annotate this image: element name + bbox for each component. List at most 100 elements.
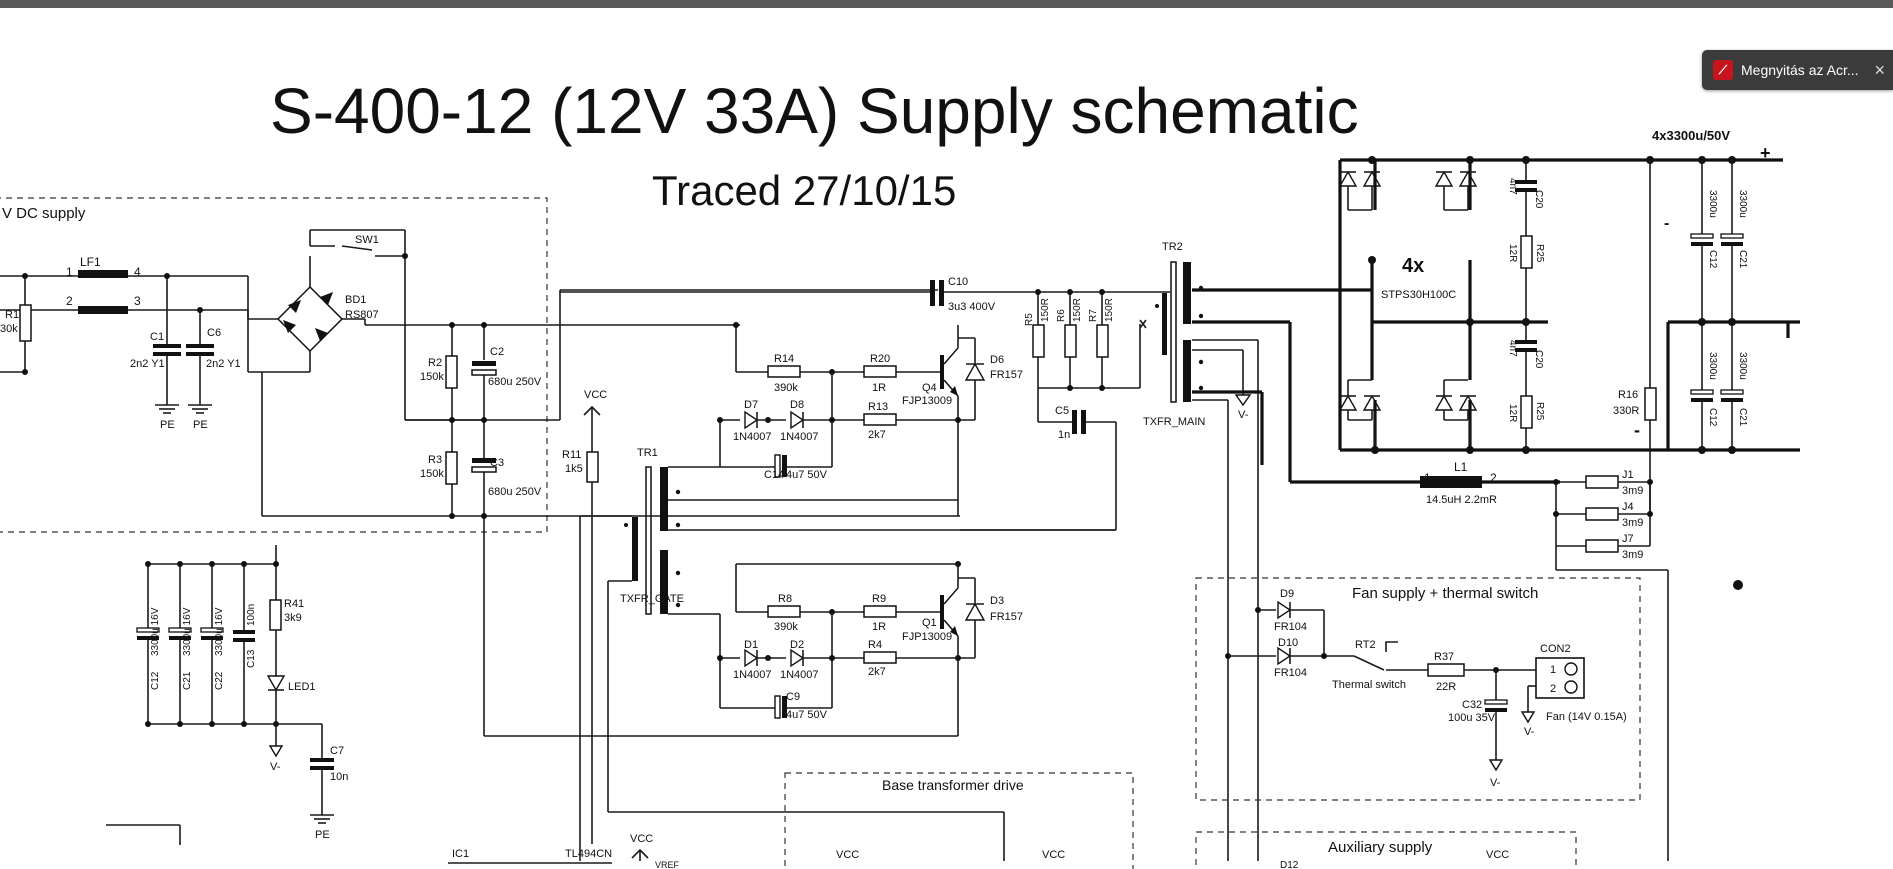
c13-label: C13 bbox=[246, 649, 257, 668]
c12a-value: 3300u 16V bbox=[150, 607, 161, 656]
diode-d3 bbox=[964, 602, 986, 621]
resistor-r37 bbox=[1427, 663, 1465, 677]
r7-value: 150R bbox=[1104, 298, 1115, 322]
d6-value: FR157 bbox=[990, 369, 1023, 381]
r1-value: 30k bbox=[0, 323, 18, 335]
r14-value: 390k bbox=[774, 382, 798, 394]
j7-label: J7 bbox=[1622, 533, 1634, 545]
open-in-acrobat-label: Megnyitás az Acr... bbox=[1741, 62, 1859, 78]
bd1-label: BD1 bbox=[345, 294, 366, 306]
c1-label: C1 bbox=[150, 331, 164, 343]
schematic-title: S-400-12 (12V 33A) Supply schematic bbox=[270, 75, 1359, 147]
c5-label: C5 bbox=[1055, 405, 1069, 417]
j4-value: 3m9 bbox=[1622, 517, 1643, 529]
c22-label: C22 bbox=[214, 671, 225, 690]
close-icon[interactable]: × bbox=[1874, 59, 1885, 80]
resistor-r41 bbox=[269, 599, 282, 631]
capacitor-c1 bbox=[153, 344, 181, 348]
aux-supply-label: Auxiliary supply bbox=[1328, 839, 1433, 856]
resistor-r25a bbox=[1520, 235, 1533, 269]
r3-value: 150k bbox=[420, 468, 444, 480]
d3-value: FR157 bbox=[990, 611, 1023, 623]
capacitor-c3 bbox=[472, 458, 496, 463]
r37-label: R37 bbox=[1434, 651, 1454, 663]
d7-label: D7 bbox=[744, 399, 758, 411]
c12b-label: C12 bbox=[1707, 250, 1718, 269]
r25a-label: R25 bbox=[1534, 244, 1545, 263]
c9-value: 4u7 50V bbox=[786, 709, 828, 721]
r20-label: R20 bbox=[870, 353, 890, 365]
resistor-r11 bbox=[586, 451, 599, 483]
q1-value: FJP13009 bbox=[902, 631, 952, 643]
sw1-label: SW1 bbox=[355, 234, 379, 246]
r8-label: R8 bbox=[778, 593, 792, 605]
r13-label: R13 bbox=[868, 401, 888, 413]
c21b-label: C21 bbox=[1737, 250, 1748, 269]
r4-value: 2k7 bbox=[868, 666, 886, 678]
fan-label: Fan (14V 0.15A) bbox=[1546, 711, 1627, 723]
vminus-fan: V- bbox=[1524, 726, 1535, 738]
r7-label: R7 bbox=[1088, 309, 1099, 322]
c14-label: C14 bbox=[764, 469, 784, 481]
resistor-r5 bbox=[1032, 324, 1045, 358]
resistor-r13 bbox=[863, 413, 897, 426]
resistor-r2 bbox=[445, 355, 458, 389]
capacitor-c7 bbox=[310, 758, 334, 762]
capacitor-c12c bbox=[1690, 389, 1714, 395]
j4-label: J4 bbox=[1622, 501, 1634, 513]
fan-supply-label: Fan supply + thermal switch bbox=[1352, 585, 1538, 602]
c20b-label: C20 bbox=[1533, 350, 1544, 369]
schematic-subtitle: Traced 27/10/15 bbox=[652, 167, 956, 214]
vminus-tr2: V- bbox=[1238, 409, 1249, 421]
r3-label: R3 bbox=[428, 454, 442, 466]
capacitor-c2 bbox=[472, 361, 496, 366]
output-caps-label: 4x3300u/50V bbox=[1652, 128, 1730, 143]
diode-d10 bbox=[1277, 646, 1292, 666]
c10-value: 3u3 400V bbox=[948, 301, 996, 313]
r5-label: R5 bbox=[1024, 313, 1035, 326]
txfr-gate-label: TXFR_GATE bbox=[620, 593, 684, 605]
resistor-r7 bbox=[1096, 324, 1109, 358]
r14-label: R14 bbox=[774, 353, 794, 365]
c21a-value: 3300u 16V bbox=[182, 607, 193, 656]
r16-label: R16 bbox=[1618, 389, 1638, 401]
c32-value: 100u 35V bbox=[1448, 712, 1496, 724]
capacitor-c6 bbox=[186, 344, 214, 348]
minus-mark: - bbox=[1664, 215, 1669, 232]
open-in-acrobat-popup[interactable]: ⟋ Megnyitás az Acr... × bbox=[1702, 50, 1893, 90]
ic1-value: TL494CN bbox=[565, 848, 612, 860]
r13-value: 2k7 bbox=[868, 429, 886, 441]
output-minus: - bbox=[1634, 420, 1640, 440]
c12b-value: 3300u bbox=[1707, 190, 1718, 218]
lf1-pin1: 1 bbox=[66, 265, 73, 279]
r25b-label: R25 bbox=[1534, 402, 1545, 421]
c7-label: C7 bbox=[330, 745, 344, 757]
c21a-label: C21 bbox=[182, 671, 193, 690]
dc-supply-section: V DC supply LF1 1 2 3 4 R1 30k bbox=[0, 197, 960, 736]
jumper-j1 bbox=[1585, 475, 1619, 489]
vcc2-label: VCC bbox=[630, 833, 653, 845]
aux-output-caps: 3300u 16V C12 3300u 16V C21 3300u 16V C2… bbox=[106, 545, 348, 845]
tr2-label: TR2 bbox=[1162, 241, 1183, 253]
bd1-value: RS807 bbox=[345, 309, 379, 321]
capacitor-c14 bbox=[774, 454, 781, 478]
vminus-led: V- bbox=[270, 761, 281, 773]
c21c-value: 3300u bbox=[1737, 352, 1748, 380]
con2-label: CON2 bbox=[1540, 643, 1571, 655]
q1-label: Q1 bbox=[922, 617, 937, 629]
diode-d7 bbox=[744, 410, 759, 430]
lf1-pin2: 2 bbox=[66, 294, 73, 308]
lf1-pin4: 4 bbox=[134, 265, 141, 279]
c10-label: C10 bbox=[948, 276, 968, 288]
output-plus: + bbox=[1760, 143, 1771, 163]
switching-stage: VCC R11 1k5 TR1 TXFR_GATE bbox=[484, 322, 1116, 861]
c12c-value: 3300u bbox=[1707, 352, 1718, 380]
resistor-r9 bbox=[863, 605, 897, 618]
window-top-bar bbox=[0, 0, 1893, 8]
r8-value: 390k bbox=[774, 621, 798, 633]
base-drive-label: Base transformer drive bbox=[882, 777, 1024, 793]
c6-label: C6 bbox=[207, 327, 221, 339]
diodes-part: STPS30H100C bbox=[1381, 289, 1456, 301]
l1-value: 14.5uH 2.2mR bbox=[1426, 494, 1497, 506]
diodes-count: 4x bbox=[1402, 255, 1424, 277]
